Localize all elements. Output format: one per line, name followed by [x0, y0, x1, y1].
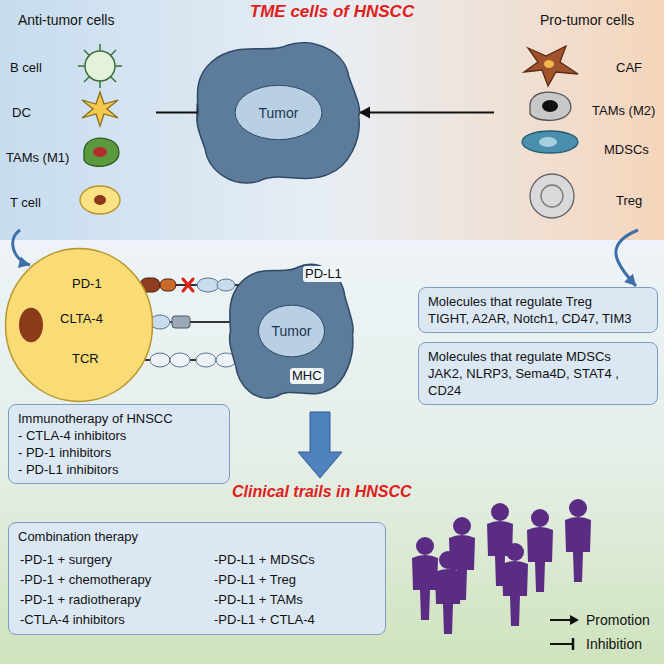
node-text: Treg: [616, 193, 642, 209]
legend-sample: [548, 637, 580, 651]
node-text: DC: [12, 105, 31, 121]
connector: [13, 230, 30, 268]
connector: [359, 107, 494, 119]
connector-line: [156, 112, 198, 114]
node-text: -PD-L1 + TAMs: [214, 591, 303, 608]
node-text: CLTA-4: [60, 311, 103, 327]
cell-group: Anti-tumor cells B cellDC TAMs (M1) T cell: [0, 10, 150, 228]
legend-sample: [548, 613, 580, 627]
node-text: TCR: [72, 351, 99, 367]
connector: [616, 230, 638, 286]
node-text: -PD-1 + surgery: [20, 551, 112, 568]
node-heading: Tumor: [272, 323, 312, 339]
node-heading: Immunotherapy of HNSCC: [18, 410, 220, 427]
node-text: T cell: [10, 195, 41, 211]
caf-icon: [524, 46, 578, 86]
tam-m1-icon: [84, 138, 119, 166]
mdsc-icon: [522, 131, 578, 153]
tumor-body: [197, 43, 360, 183]
node-text: TAMs (M2): [592, 103, 655, 119]
node-heading: Anti-tumor cells: [18, 12, 114, 28]
node-text: -PD-L1 + MDSCs: [214, 551, 315, 568]
node-heading: Combination therapy: [18, 528, 138, 545]
cell-group: Pro-tumor cellsCAF TAMs (M2) MDSCsTreg: [500, 10, 664, 228]
arrow-head: [18, 256, 30, 268]
arrow-head: [359, 107, 370, 119]
node-heading: Molecules that regulate Treg: [428, 293, 648, 310]
node-heading: Pro-tumor cells: [540, 12, 634, 28]
tumor-nucleus: [235, 85, 322, 139]
legend-arrowhead: [570, 615, 579, 625]
legend-text: Promotion: [586, 612, 650, 628]
connector-line: [359, 112, 494, 114]
node-text: B cell: [10, 60, 42, 76]
node-heading: Tumor: [259, 105, 299, 121]
flow-arrow: [298, 412, 342, 478]
info-box: Immunotherapy of HNSCC- CTLA-4 inhibitor…: [8, 404, 230, 484]
node-text: - CTLA-4 inhibitors: [18, 427, 220, 444]
node-text: -CTLA-4 inhibitors: [20, 611, 125, 628]
tumor-nucleus: [258, 305, 324, 357]
t-cell: PD-1CLTA-4TCR: [4, 247, 154, 403]
therapy-box: Combination therapy -PD-1 + surgery -PD-1 …: [8, 522, 386, 635]
section-label: Clinical trails in HNSCC: [232, 484, 412, 500]
tam-m2-icon: [530, 92, 571, 120]
node-text: -PD-1 + chemotherapy: [20, 571, 151, 588]
info-box: Molecules that regulate TregTIGHT, A2AR,…: [418, 287, 658, 333]
node-text: -PD-1 + radiotherapy: [20, 591, 141, 608]
t-cell-icon: [80, 186, 120, 214]
arrow-head: [624, 274, 636, 286]
legend-text: Inhibition: [586, 636, 642, 652]
legend-line: [550, 643, 572, 645]
b-cell-icon: [78, 44, 122, 88]
node-heading: Molecules that regulate MDSCs: [428, 348, 648, 365]
molecule-label: MHC: [290, 368, 324, 384]
node-text: TAMs (M1): [6, 150, 69, 166]
connector: [156, 104, 198, 122]
legend-line: [550, 619, 572, 621]
connector-line: [616, 230, 638, 286]
node-text: - PD-L1 inhibitors: [18, 461, 220, 478]
node-text: JAK2, NLRP3, Sema4D, STAT4 , CD24: [428, 365, 648, 399]
legend-bar: [572, 638, 575, 650]
tumor-cell: Tumor: [195, 40, 362, 185]
node-text: TIGHT, A2AR, Notch1, CD47, TIM3: [428, 310, 648, 327]
tumor-body: [230, 265, 354, 399]
t-cell-body: [6, 249, 153, 402]
node-text: - PD-1 inhibitors: [18, 444, 220, 461]
node-text: MDSCs: [604, 142, 649, 158]
node-text: PD-1: [72, 276, 102, 292]
molecule-label: PD-L1: [303, 266, 344, 282]
dc-icon: [82, 92, 118, 126]
t-cell-nucleus: [19, 308, 43, 342]
node-text: -PD-L1 + Treg: [214, 571, 296, 588]
node-text: CAF: [616, 60, 642, 76]
treg-icon: [530, 174, 574, 218]
node-text: -PD-L1 + CTLA-4: [214, 611, 315, 628]
info-box: Molecules that regulate MDSCsJAK2, NLRP3…: [418, 342, 658, 405]
patients-icon: [412, 499, 591, 634]
